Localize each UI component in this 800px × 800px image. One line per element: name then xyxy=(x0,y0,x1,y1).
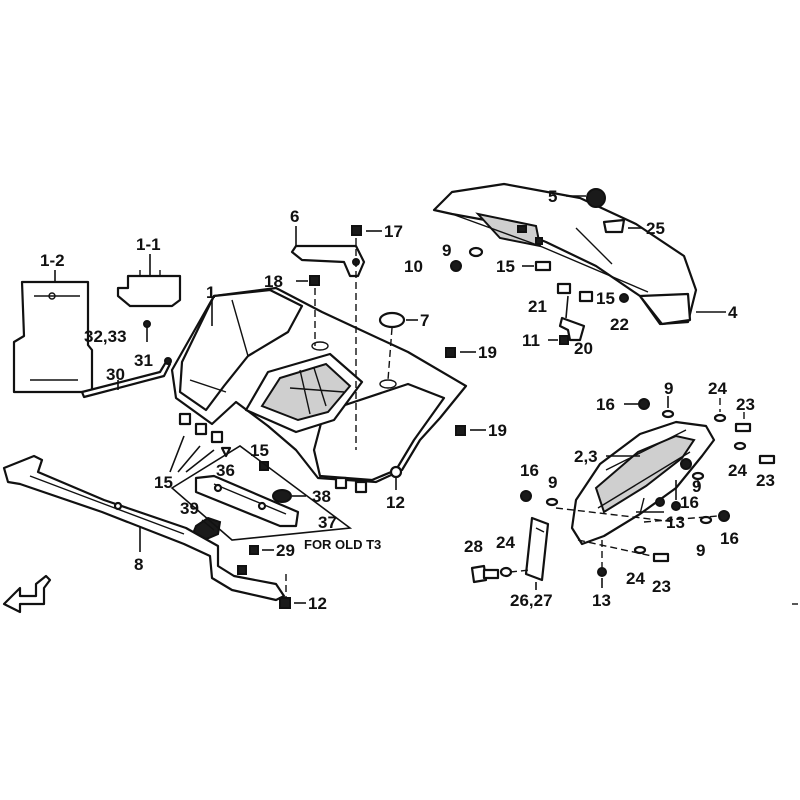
part-1-rear-fender xyxy=(170,286,468,494)
label-1-1: 1-1 xyxy=(136,235,161,254)
part-18-bolt xyxy=(309,275,320,286)
label-1: 1 xyxy=(206,283,215,302)
part-12-bolt-frame xyxy=(279,574,306,609)
label-16-left: 16 xyxy=(520,461,539,480)
label-7: 7 xyxy=(420,311,429,330)
part-26-27-bracket xyxy=(524,516,550,582)
label-16-side-top: 16 xyxy=(596,395,615,414)
screw-32-33 xyxy=(143,320,151,342)
label-15-clips: 15 xyxy=(154,473,173,492)
part-11-bolt xyxy=(548,335,569,345)
part-21-clip xyxy=(556,282,572,295)
part-labels: 1-2 1-1 1 6 17 18 7 19 19 32,33 31 30 15… xyxy=(40,187,775,613)
label-24-lower: 24 xyxy=(626,569,645,588)
label-37: 37 xyxy=(318,513,337,532)
part-1-1-bracket xyxy=(116,270,182,308)
label-19-lower: 19 xyxy=(488,421,507,440)
label-13-mid: 13 xyxy=(666,513,685,532)
label-25: 25 xyxy=(646,219,665,238)
label-22: 22 xyxy=(610,315,629,334)
part-38-bumper xyxy=(272,489,306,503)
label-36: 36 xyxy=(216,461,235,480)
part-36-clip xyxy=(220,446,232,458)
part-9-washer xyxy=(468,246,484,258)
part-5-cap xyxy=(586,188,606,208)
label-31: 31 xyxy=(134,351,153,370)
label-15-right: 15 xyxy=(596,289,615,308)
label-23-side-top: 23 xyxy=(736,395,755,414)
label-24-side-top: 24 xyxy=(708,379,727,398)
label-9-left: 9 xyxy=(548,473,557,492)
dash-7 xyxy=(387,327,393,381)
part-20-stay xyxy=(558,295,586,342)
front-direction-arrow-icon xyxy=(2,574,52,614)
label-26-27: 26,27 xyxy=(510,591,553,610)
label-32-33: 32,33 xyxy=(84,327,127,346)
label-13-lower: 13 xyxy=(592,591,611,610)
label-2-3: 2,3 xyxy=(574,447,598,466)
label-24-side-mid: 24 xyxy=(728,461,747,480)
part-22-screw xyxy=(619,293,629,303)
part-15-clip-right xyxy=(578,290,594,303)
part-29-bolts xyxy=(237,545,274,575)
label-12-frame: 12 xyxy=(308,594,327,613)
label-5: 5 xyxy=(548,187,557,206)
label-16-mid: 16 xyxy=(680,493,699,512)
label-9-right: 9 xyxy=(696,541,705,560)
group-outline-old-t3 xyxy=(170,445,353,541)
label-23-lower: 23 xyxy=(652,577,671,596)
leader-15-clips xyxy=(169,435,215,473)
part-19-bolt-lower xyxy=(455,425,486,436)
part-30-rod xyxy=(80,357,172,399)
label-28: 28 xyxy=(464,537,483,556)
label-24-left: 24 xyxy=(496,533,515,552)
note-for-old-t3: FOR OLD T3 xyxy=(304,537,381,552)
label-19-upper: 19 xyxy=(478,343,497,362)
part-7-cap xyxy=(378,311,406,329)
part-1-2-shield xyxy=(12,280,94,394)
dash-28 xyxy=(509,569,531,573)
label-10: 10 xyxy=(404,257,423,276)
label-29: 29 xyxy=(276,541,295,560)
label-38: 38 xyxy=(312,487,331,506)
label-11: 11 xyxy=(522,331,540,350)
label-15-upper: 15 xyxy=(496,257,515,276)
part-28-bolt xyxy=(470,564,500,584)
part-19-bolt-upper xyxy=(445,347,476,358)
part-2-3-side-panel xyxy=(570,420,716,546)
part-24-washer-left xyxy=(499,566,513,578)
label-9-mid: 9 xyxy=(692,477,701,496)
part-10-nut xyxy=(450,260,462,272)
part-15-clip-upper xyxy=(522,260,552,272)
part-4-rear-panel xyxy=(432,182,698,326)
label-21: 21 xyxy=(528,297,547,316)
part-12-bolt-fender xyxy=(389,465,403,490)
label-9-upper: 9 xyxy=(442,241,451,260)
label-16-right: 16 xyxy=(720,529,739,548)
label-8: 8 xyxy=(134,555,143,574)
label-18: 18 xyxy=(264,272,283,291)
label-4: 4 xyxy=(728,303,738,322)
label-39: 39 xyxy=(180,499,199,518)
part-17-bolt xyxy=(351,225,382,236)
part-6-bracket xyxy=(290,244,366,278)
label-15-center: 15 xyxy=(250,441,269,460)
part-8-frame-bar xyxy=(2,454,286,602)
label-12-fender: 12 xyxy=(386,493,405,512)
part-25-clip xyxy=(602,218,642,234)
label-1-2: 1-2 xyxy=(40,251,65,270)
label-9-side-top: 9 xyxy=(664,379,673,398)
label-20: 20 xyxy=(574,339,593,358)
label-17: 17 xyxy=(384,222,403,241)
side-panel-hardware xyxy=(520,396,776,588)
part-37-support-bar xyxy=(194,474,300,528)
label-30: 30 xyxy=(106,365,125,384)
label-6: 6 xyxy=(290,207,299,226)
label-23-side-mid: 23 xyxy=(756,471,775,490)
